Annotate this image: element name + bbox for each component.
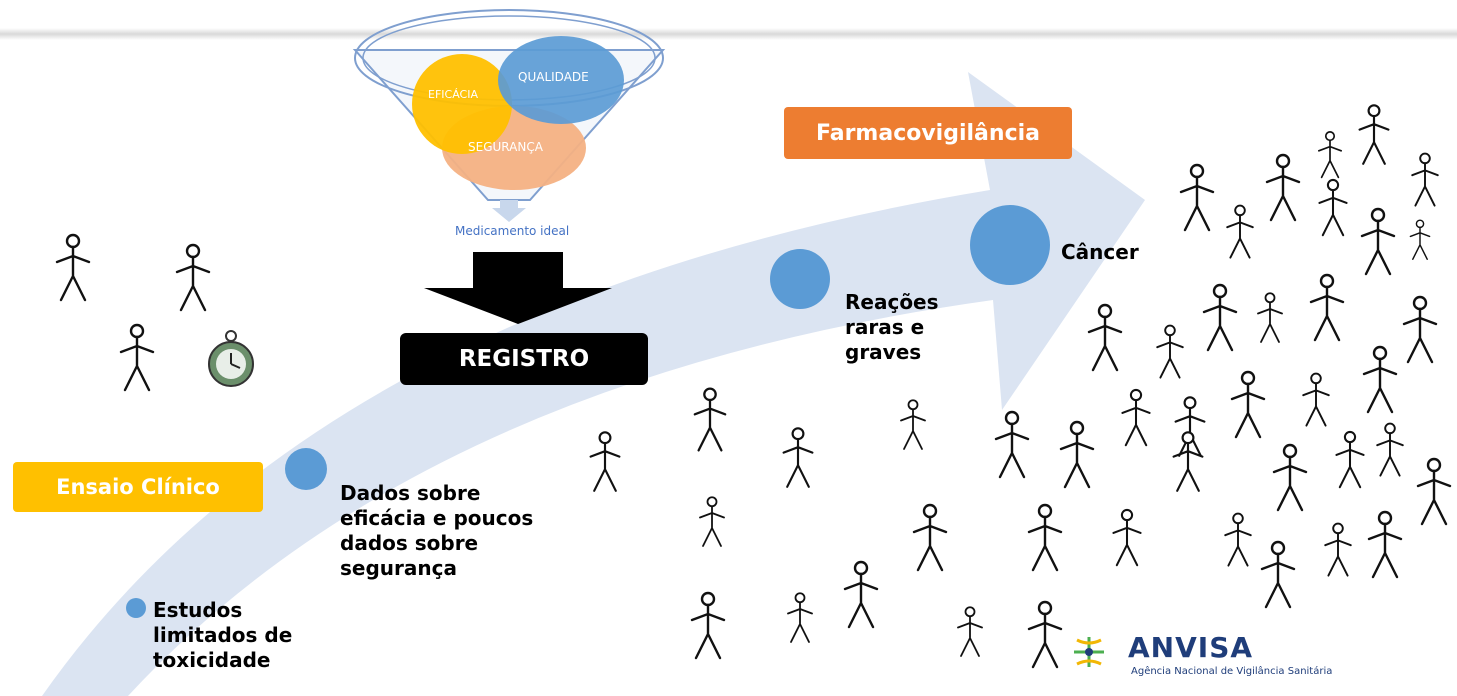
person-figure: [1027, 600, 1063, 669]
person-figure: [1027, 503, 1063, 572]
person-figure: [994, 410, 1030, 479]
person-figure: [1156, 324, 1184, 379]
person-figure: [900, 399, 926, 450]
pharmacovigilance-tag: Farmacovigilância: [784, 107, 1072, 159]
person-figure: [1172, 431, 1204, 492]
person-figure: [1265, 153, 1301, 222]
person-figure: [1402, 295, 1438, 364]
efficacy-data-dot: [285, 448, 327, 490]
person-figure: [1272, 443, 1308, 512]
toxicity-text: Estudos limitados de toxicidade: [153, 598, 293, 672]
safety-label: SEGURANÇA: [468, 140, 543, 154]
person-figure: [1302, 372, 1330, 427]
person-figure: [1335, 430, 1365, 489]
person-figure: [1179, 163, 1215, 232]
person-figure: [699, 496, 725, 547]
person-figure: [1324, 522, 1352, 577]
person-figure: [787, 592, 813, 643]
person-figure: [1260, 540, 1296, 609]
anvisa-logo-subtitle: Agência Nacional de Vigilância Sanitária: [1131, 666, 1333, 677]
person-figure: [1358, 104, 1390, 165]
person-figure: [1121, 388, 1151, 447]
person-figure: [1362, 345, 1398, 414]
cancer-dot: [970, 205, 1050, 285]
toxicity-dot: [126, 598, 146, 618]
anvisa-logo-mark: [1074, 637, 1104, 667]
person-figure: [1376, 422, 1404, 477]
efficacy-data-text: Dados sobre eficácia e poucos dados sobr…: [340, 481, 534, 580]
person-figure: [957, 606, 983, 657]
cancer-text: Câncer: [1061, 240, 1139, 264]
anvisa-logo-name: ANVISA: [1128, 631, 1254, 664]
down-arrow: [424, 252, 612, 324]
efficacy-circle: [412, 54, 512, 154]
person-figure: [1416, 457, 1452, 526]
person-figure: [1360, 207, 1396, 276]
person-figure: [1317, 131, 1343, 179]
person-figure: [55, 233, 91, 302]
quality-circle: [498, 36, 624, 124]
person-figure: [175, 243, 211, 312]
person-figure: [1257, 292, 1283, 343]
rare-reactions-text: Reações raras e graves: [845, 290, 939, 364]
person-figure: [1309, 273, 1345, 342]
person-figure: [1411, 152, 1439, 207]
stopwatch-icon: [208, 330, 254, 387]
person-figure: [1202, 283, 1238, 352]
person-figure: [589, 431, 621, 492]
ideal-drug-caption: Medicamento ideal: [455, 224, 570, 238]
person-figure: [1174, 396, 1206, 457]
quality-label: QUALIDADE: [518, 70, 589, 84]
person-figure: [843, 560, 879, 629]
person-figure: [1087, 303, 1123, 372]
rare-reactions-dot: [770, 249, 830, 309]
person-figure: [1230, 370, 1266, 439]
population-figures: [55, 104, 1452, 669]
person-figure: [1409, 219, 1431, 260]
efficacy-label: EFICÁCIA: [428, 88, 478, 101]
person-figure: [1367, 510, 1403, 579]
clinical-trial-tag: Ensaio Clínico: [13, 462, 263, 512]
person-figure: [912, 503, 948, 572]
person-figure: [1224, 512, 1252, 567]
top-divider: [0, 0, 1457, 40]
person-figure: [1059, 420, 1095, 489]
person-figure: [119, 323, 155, 392]
register-box: REGISTRO: [400, 333, 648, 385]
person-figure: [690, 591, 726, 660]
person-figure: [1112, 508, 1142, 567]
person-figure: [1318, 178, 1348, 237]
person-figure: [693, 387, 727, 452]
person-figure: [782, 427, 814, 488]
person-figure: [1226, 204, 1254, 259]
